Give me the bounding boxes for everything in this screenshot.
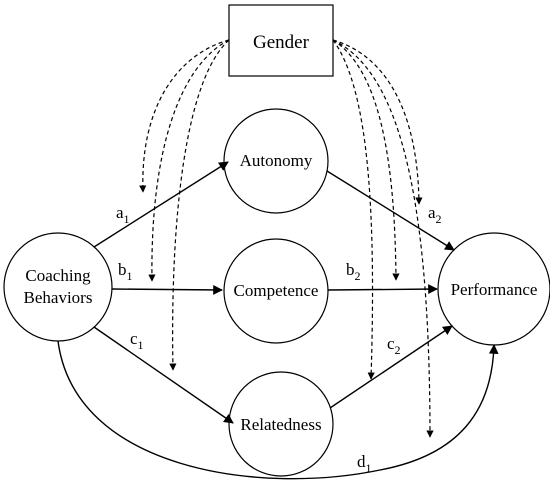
- coaching-behaviors-node: [3, 232, 113, 342]
- moderator-arrow-gender-to-c-path: [169, 39, 230, 371]
- moderator-arrow-gender-to-a2-path: [332, 39, 423, 205]
- moderator-arrow-gender-to-d1-path: [332, 39, 434, 438]
- arrow-coaching-to-relatedness: [93, 326, 234, 424]
- moderator-arrow-gender-to-b-path: [148, 39, 230, 282]
- path-label-a1: a1: [116, 203, 130, 226]
- relatedness-label: Relatedness: [240, 415, 321, 434]
- path-label-b2: b2: [346, 260, 361, 283]
- competence-label: Competence: [234, 281, 319, 300]
- path-label-d1: d1: [357, 452, 372, 475]
- arrow-autonomy-to-performance: [326, 170, 455, 251]
- gender-label: Gender: [253, 32, 310, 53]
- autonomy-node: [223, 108, 329, 214]
- arrow-relatedness-to-performance: [329, 325, 453, 409]
- path-label-b1: b1: [118, 260, 133, 283]
- performance-label: Performance: [451, 280, 538, 299]
- path-label-c1: c1: [130, 329, 144, 352]
- arrow-coaching-to-competence: [111, 285, 223, 295]
- coaching-behaviors-label-line1: Coaching: [25, 266, 91, 285]
- moderator-arrow-gender-to-a-path: [139, 39, 230, 193]
- gender-box: [228, 4, 334, 77]
- arrow-coaching-to-performance-direct: [57, 340, 499, 480]
- arrow-coaching-to-autonomy: [93, 161, 229, 248]
- path-label-a2: a2: [428, 203, 442, 226]
- path-label-c2: c2: [387, 334, 401, 357]
- coaching-behaviors-label-line2: Behaviors: [24, 288, 93, 307]
- arrow-competence-to-performance: [327, 284, 438, 294]
- moderator-arrow-gender-to-b2-path: [332, 39, 400, 281]
- competence-node: [223, 238, 329, 344]
- relatedness-node: [228, 371, 334, 477]
- autonomy-label: Autonomy: [240, 151, 313, 170]
- moderator-arrow-gender-to-c2-path: [332, 39, 375, 380]
